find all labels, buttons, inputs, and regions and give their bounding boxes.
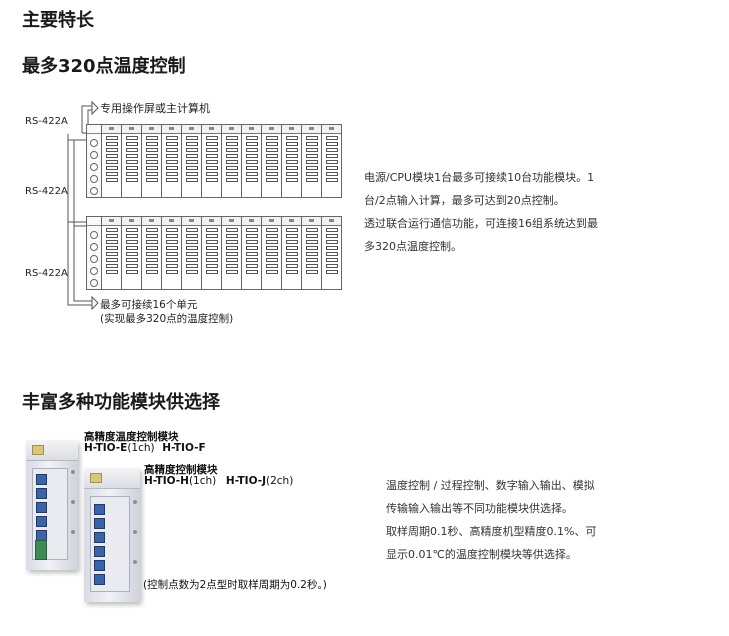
function-module xyxy=(162,124,182,198)
product-image-h-tio-h xyxy=(84,468,140,602)
function-module xyxy=(182,124,202,198)
function-module xyxy=(322,216,342,290)
function-module xyxy=(182,216,202,290)
function-module xyxy=(202,216,222,290)
function-module xyxy=(122,124,142,198)
function-module xyxy=(222,216,242,290)
function-module xyxy=(102,216,122,290)
product-caption: (控制点数为2点型时取样周期为0.2秒。) xyxy=(143,579,327,591)
module-rack-1 xyxy=(86,124,342,200)
product1-models: H-TIO-E(1ch) H-TIO-F xyxy=(84,442,206,454)
rs422a-label-2: RS-422A xyxy=(25,186,68,197)
product2-model-b: H-TIO-J xyxy=(225,475,266,487)
product2-title: 高精度控制模块 xyxy=(144,464,218,476)
description-line: 取样周期0.1秒、高精度机型精度0.1%、可 xyxy=(386,525,597,538)
description-line: 电源/CPU模块1台最多可接续10台功能模块。1 xyxy=(364,171,595,184)
description-line: 台/2点输入计算，最多可达到20点控制。 xyxy=(364,194,565,207)
product1-model-a-note: (1ch) xyxy=(127,442,155,454)
function-module xyxy=(322,124,342,198)
rs422a-label-1: RS-422A xyxy=(25,116,68,127)
function-module xyxy=(282,216,302,290)
section1-description: 电源/CPU模块1台最多可接续10台功能模块。1 台/2点输入计算，最多可达到2… xyxy=(364,166,598,258)
function-module xyxy=(282,124,302,198)
function-module xyxy=(242,216,262,290)
power-cpu-module xyxy=(86,216,102,290)
product1-title: 高精度温度控制模块 xyxy=(84,431,179,443)
rs422a-label-3: RS-422A xyxy=(25,268,68,279)
diagram-bottom-label-1: 最多可接续16个单元 xyxy=(100,299,198,311)
diagram-bottom-label-2: (实现最多320点的温度控制) xyxy=(100,313,234,325)
function-module xyxy=(162,216,182,290)
module-rack-2 xyxy=(86,216,342,292)
section2-description: 温度控制 / 过程控制、数字输入输出、模拟 传输输入输出等不同功能模块供选择。 … xyxy=(386,474,596,566)
arrow-right-icon xyxy=(91,100,99,116)
product-image-h-tio-e xyxy=(26,440,78,570)
product2-model-a: H-TIO-H xyxy=(144,475,189,487)
page-title: 主要特长 xyxy=(22,10,94,31)
function-module xyxy=(242,124,262,198)
function-module xyxy=(122,216,142,290)
description-line: 显示0.01℃的温度控制模块等供选择。 xyxy=(386,548,577,561)
product2-model-a-note: (1ch) xyxy=(188,475,217,487)
function-module xyxy=(142,216,162,290)
description-line: 多320点温度控制。 xyxy=(364,240,462,253)
description-line: 传输输入输出等不同功能模块供选择。 xyxy=(386,502,573,515)
diagram-top-label: 专用操作屏或主计算机 xyxy=(100,102,210,115)
function-module xyxy=(222,124,242,198)
section-heading-function-modules: 丰富多种功能模块供选择 xyxy=(22,392,220,413)
function-module xyxy=(262,216,282,290)
product1-model-a: H-TIO-E xyxy=(84,442,128,454)
function-module xyxy=(102,124,122,198)
product2-model-b-note: (2ch) xyxy=(265,475,294,487)
arrow-right-icon xyxy=(91,295,99,311)
function-module xyxy=(302,124,322,198)
function-module xyxy=(262,124,282,198)
description-line: 透过联合运行通信功能，可连接16组系统达到最 xyxy=(364,217,598,230)
product2-models: H-TIO-H(1ch) H-TIO-J(2ch) xyxy=(144,475,293,487)
power-cpu-module xyxy=(86,124,102,198)
function-module xyxy=(202,124,222,198)
function-module xyxy=(142,124,162,198)
function-module xyxy=(302,216,322,290)
section-heading-temperature-control: 最多320点温度控制 xyxy=(22,56,186,77)
description-line: 温度控制 / 过程控制、数字输入输出、模拟 xyxy=(386,479,595,492)
product1-model-b: H-TIO-F xyxy=(162,442,206,454)
